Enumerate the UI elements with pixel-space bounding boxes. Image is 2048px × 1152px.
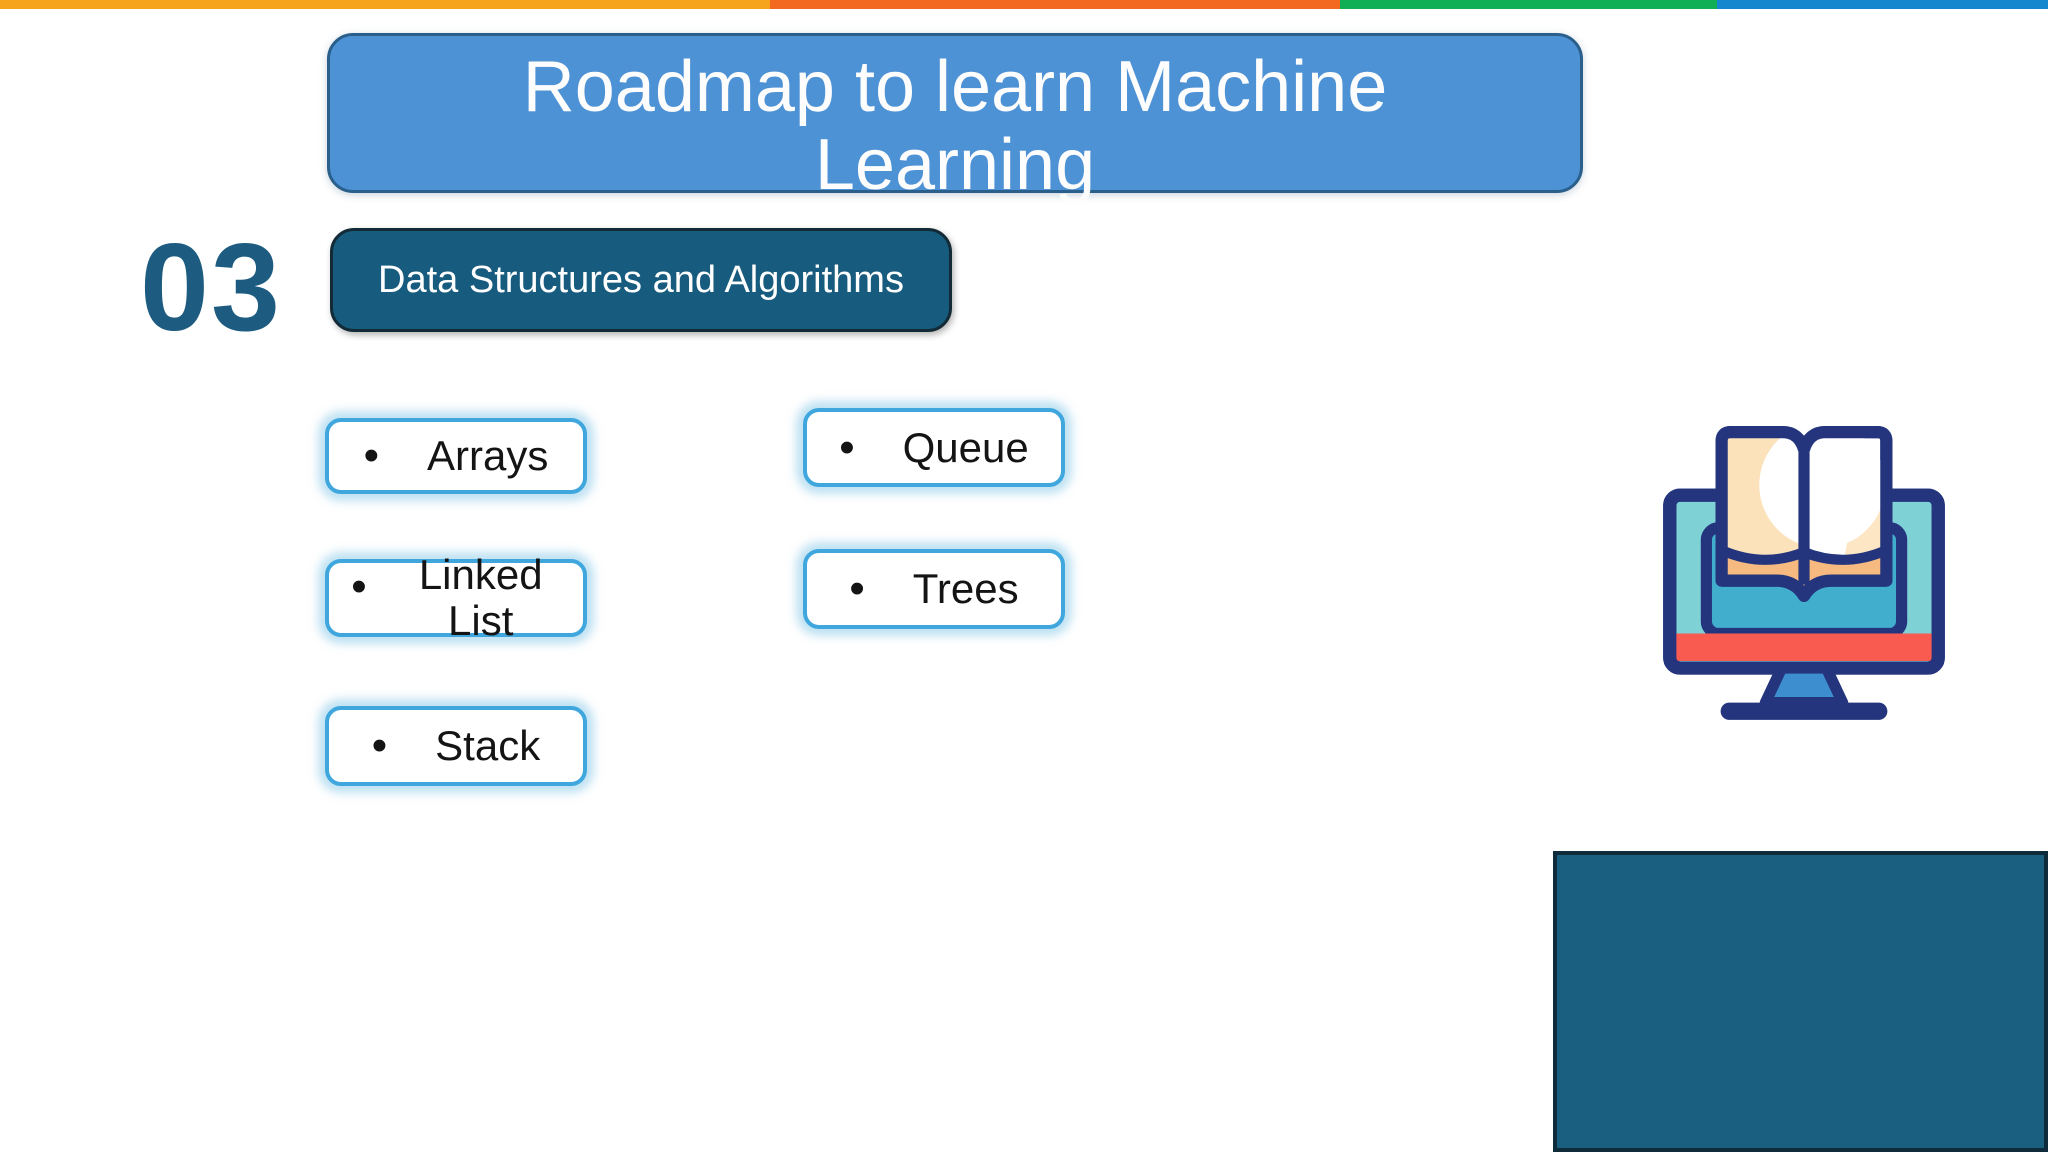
topic-label: Stack (435, 722, 541, 769)
topic-box-trees: • Trees (803, 549, 1065, 629)
section-number: 03 (140, 219, 282, 357)
topic-box-queue: • Queue (803, 408, 1065, 487)
topic-label: Queue (902, 423, 1029, 471)
top-stripe-dark-orange (770, 0, 1340, 9)
topic-box-arrays: • Arrays (325, 418, 587, 494)
bullet-dot: • (849, 564, 865, 613)
topic-label: Trees (912, 565, 1019, 612)
bullet-dot: • (371, 721, 388, 770)
top-stripe-orange (0, 0, 770, 9)
slide-title-box: Roadmap to learn Machine Learning (327, 33, 1583, 204)
top-stripe-green (1340, 0, 1717, 9)
bullet-dot: • (363, 431, 380, 480)
section-title: Data Structures and Algorithms (378, 258, 904, 301)
topic-label: Linked List (418, 551, 543, 644)
slide-title: Roadmap to learn Machine Learning (522, 47, 1388, 205)
topic-box-linked-list: • Linked List (325, 552, 587, 644)
topic-label: Arrays (427, 432, 549, 479)
book-on-monitor-icon (1660, 424, 1948, 724)
topic-box-stack: • Stack (325, 706, 587, 786)
section-title-box: Data Structures and Algorithms (330, 228, 952, 332)
corner-decorative-panel (1553, 851, 2048, 1152)
bullet-dot: • (351, 562, 367, 611)
top-stripe-blue (1717, 0, 2048, 9)
bullet-dot: • (839, 422, 855, 472)
